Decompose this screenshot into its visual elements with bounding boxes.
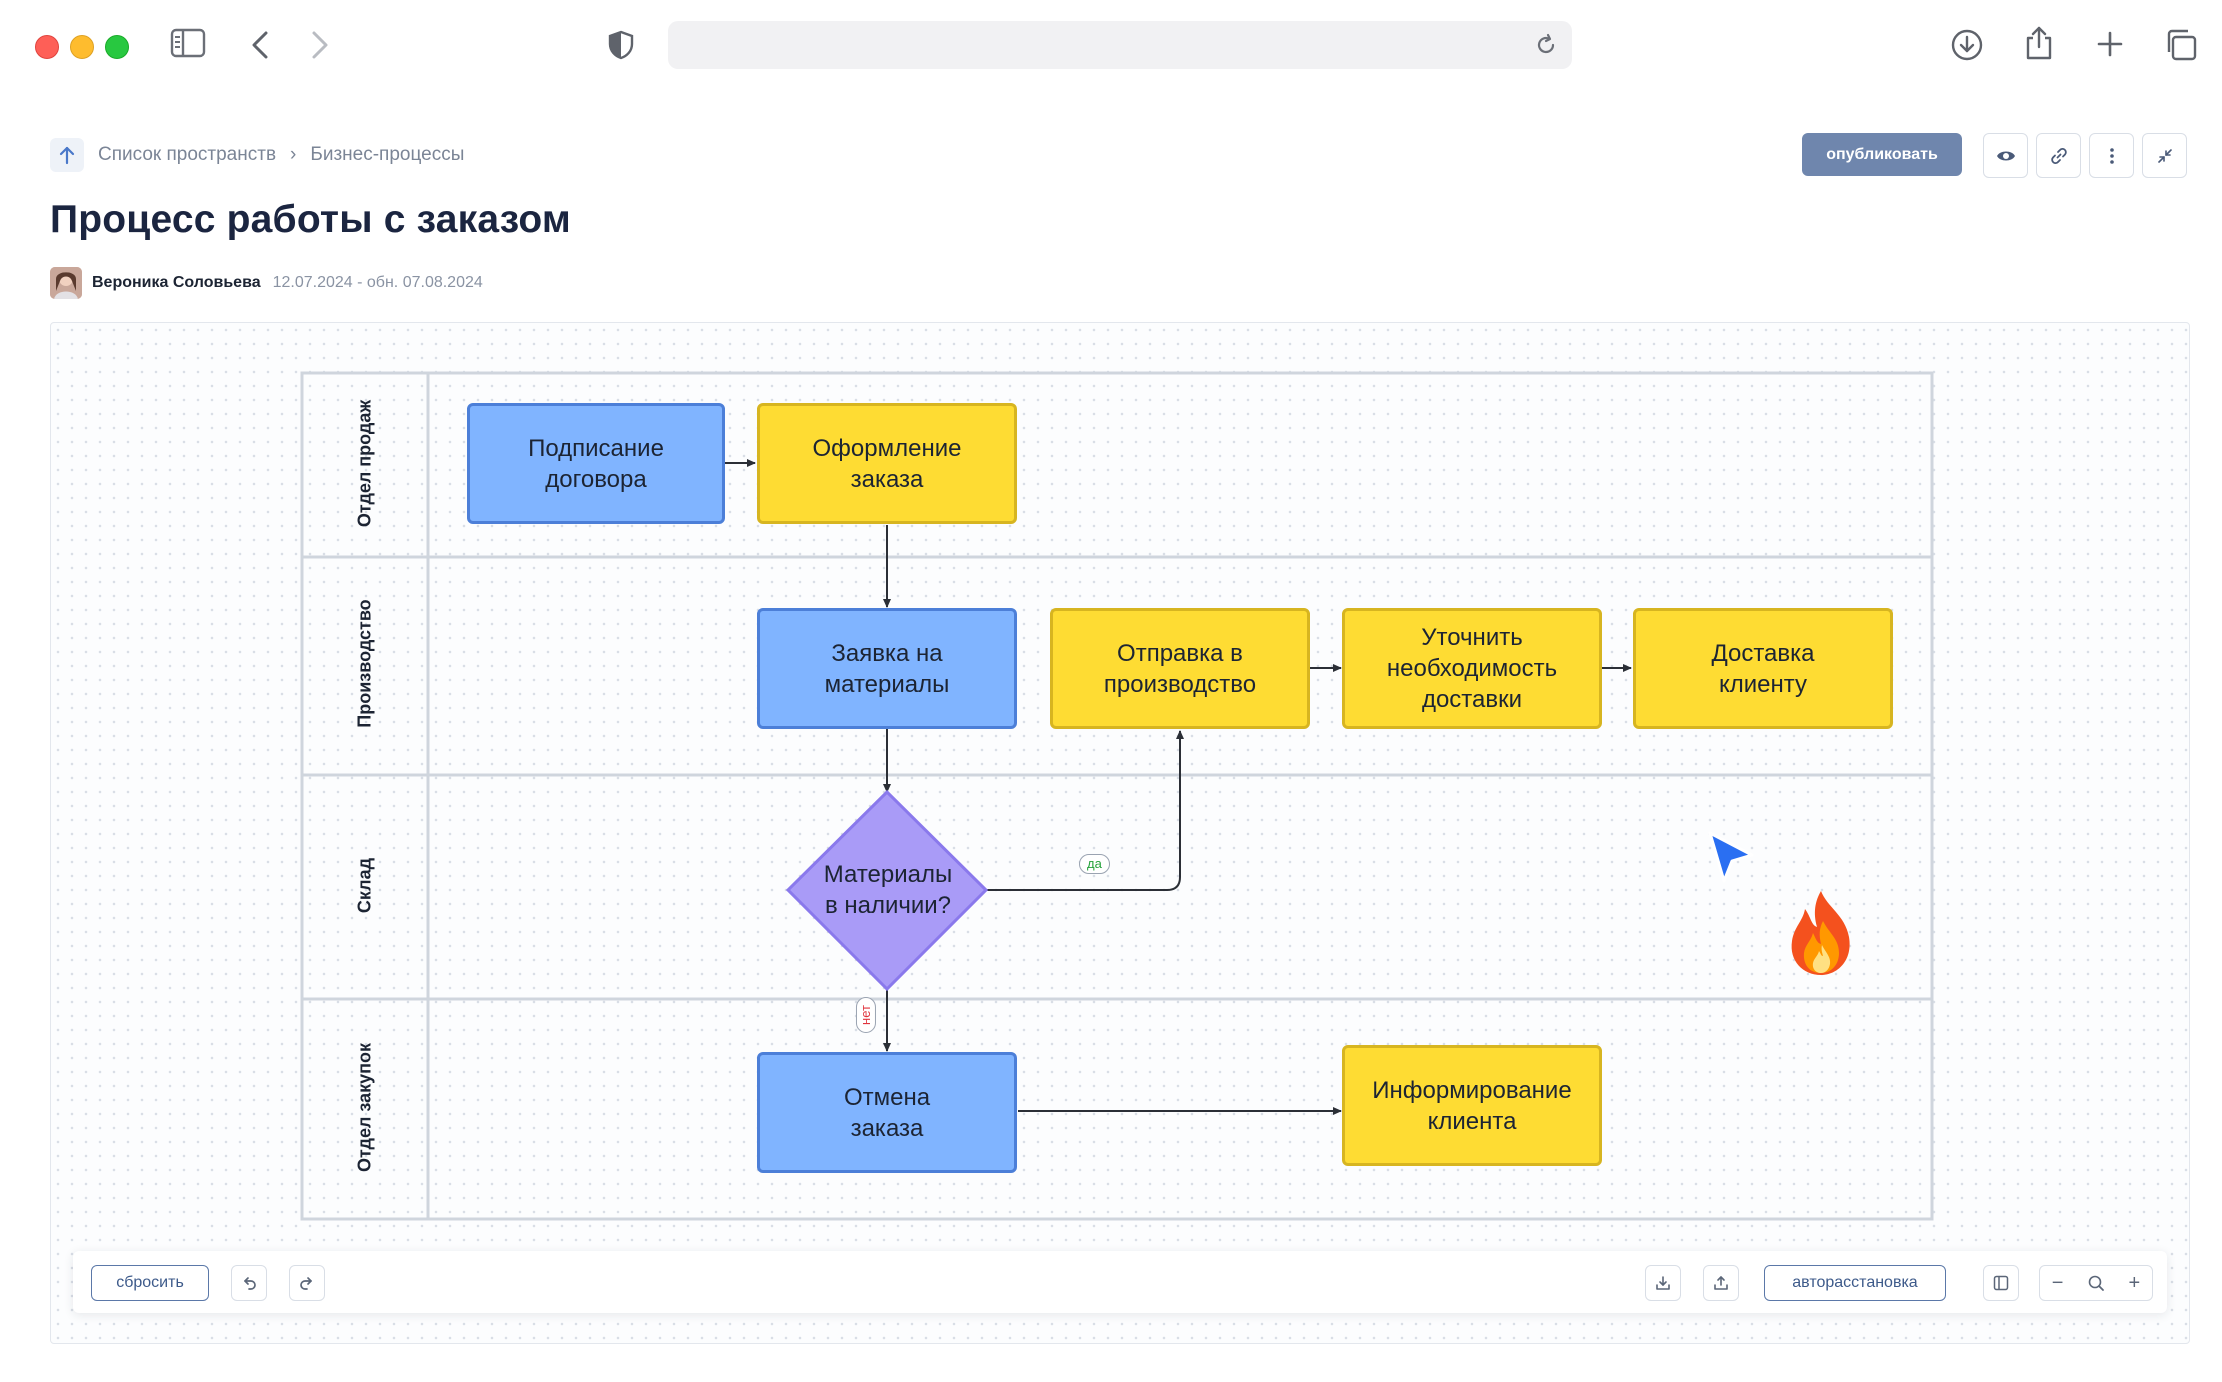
forward-icon[interactable] <box>310 30 330 60</box>
lane-label-production: Производство <box>354 599 375 728</box>
node-label: Доставка клиенту <box>1711 639 1815 698</box>
download-icon[interactable] <box>1950 28 1984 62</box>
breadcrumb-separator: › <box>290 144 297 165</box>
swimlane-frame <box>300 371 1934 1221</box>
redo-button[interactable] <box>289 1265 325 1301</box>
more-button[interactable] <box>2089 133 2134 178</box>
node-cancel-order[interactable]: Отмена заказа <box>757 1052 1017 1173</box>
more-vertical-icon <box>2109 147 2114 164</box>
node-label: Заявка на материалы <box>824 639 950 698</box>
node-sign-contract[interactable]: Подписание договора <box>467 403 725 524</box>
minimap-button[interactable] <box>1983 1265 2019 1301</box>
redo-icon <box>300 1277 312 1290</box>
preview-button[interactable] <box>1983 133 2028 178</box>
edge-decision-yes <box>986 730 1184 891</box>
node-label: Оформление заказа <box>812 434 962 493</box>
cursor-pointer-icon <box>1708 831 1754 883</box>
node-label: Отправка в производство <box>1103 639 1257 698</box>
node-label: Подписание договора <box>528 434 664 493</box>
diagram-canvas[interactable]: Отдел продаж Производство Склад Отдел за… <box>50 322 2190 1344</box>
copy-link-button[interactable] <box>2036 133 2081 178</box>
close-window-button[interactable] <box>35 35 59 59</box>
node-label: Уточнить необходимость доставки <box>1386 624 1558 713</box>
upload-tray-icon <box>1714 1276 1728 1290</box>
breadcrumb-business-processes[interactable]: Бизнес-процессы <box>310 144 465 165</box>
new-tab-icon[interactable] <box>2096 30 2124 58</box>
link-icon <box>2050 147 2067 164</box>
reload-icon[interactable] <box>1534 33 1558 62</box>
edge-label-no: нет <box>855 997 876 1033</box>
sidebar-icon[interactable] <box>170 28 206 58</box>
publish-button[interactable]: опубликовать <box>1802 133 1962 176</box>
zoom-in-button[interactable]: + <box>2128 1271 2141 1294</box>
collapse-icon <box>2157 148 2172 163</box>
browser-toolbar <box>0 0 2222 92</box>
node-delivery[interactable]: Доставка клиенту <box>1633 608 1893 729</box>
decision-diamond <box>785 789 989 992</box>
node-label: Отмена заказа <box>843 1083 931 1142</box>
lane-label-warehouse: Склад <box>354 857 375 914</box>
panel-icon <box>1993 1275 2009 1291</box>
up-arrow-button[interactable] <box>50 138 84 172</box>
zoom-controls: − + <box>2039 1265 2153 1301</box>
share-icon[interactable] <box>2024 25 2054 61</box>
diagram-lines <box>300 371 1934 1221</box>
breadcrumb-spaces[interactable]: Список пространств <box>98 144 277 165</box>
page-title: Процесс работы с заказом <box>50 198 571 241</box>
canvas-toolbar: сбросить авторасстановка − + <box>73 1251 2167 1313</box>
undo-button[interactable] <box>231 1265 267 1301</box>
node-inform-client[interactable]: Информирование клиента <box>1342 1045 1602 1166</box>
undo-icon <box>244 1277 256 1290</box>
import-button[interactable] <box>1645 1265 1681 1301</box>
lane-label-sales: Отдел продаж <box>354 399 375 528</box>
shield-icon[interactable] <box>608 30 634 60</box>
collapse-button[interactable] <box>2142 133 2187 178</box>
node-label: Информирование клиента <box>1372 1076 1572 1135</box>
reset-button[interactable]: сбросить <box>91 1265 209 1301</box>
node-order-registration[interactable]: Оформление заказа <box>757 403 1017 524</box>
node-label: Материалы в наличии? <box>823 861 953 919</box>
lane-label-procurement: Отдел закупок <box>354 1042 375 1173</box>
zoom-out-button[interactable]: − <box>2051 1271 2064 1294</box>
minimize-window-button[interactable] <box>70 35 94 59</box>
author-row: Вероника Соловьева 12.07.2024 - обн. 07.… <box>50 267 483 299</box>
tabs-overview-icon[interactable] <box>2164 28 2198 62</box>
avatar <box>50 267 82 299</box>
download-tray-icon <box>1656 1276 1670 1290</box>
eye-icon <box>1996 151 2015 160</box>
node-clarify-delivery[interactable]: Уточнить необходимость доставки <box>1342 608 1602 729</box>
node-materials-request[interactable]: Заявка на материалы <box>757 608 1017 729</box>
fire-emoji-icon <box>1791 891 1850 975</box>
zoom-fit-icon[interactable] <box>2087 1274 2105 1292</box>
maximize-window-button[interactable] <box>105 35 129 59</box>
author-name[interactable]: Вероника Соловьева <box>92 274 261 291</box>
back-icon[interactable] <box>250 30 270 60</box>
edge-label-yes: да <box>1079 854 1110 874</box>
page-dates: 12.07.2024 - обн. 07.08.2024 <box>272 274 483 291</box>
breadcrumb: Список пространств › Бизнес-процессы <box>50 138 464 172</box>
node-materials-in-stock[interactable]: Материалы в наличии? <box>807 842 969 938</box>
export-button[interactable] <box>1703 1265 1739 1301</box>
arrow-up-icon <box>59 146 75 165</box>
address-bar[interactable] <box>668 21 1572 69</box>
autolayout-button[interactable]: авторасстановка <box>1764 1265 1946 1301</box>
node-send-to-production[interactable]: Отправка в производство <box>1050 608 1310 729</box>
